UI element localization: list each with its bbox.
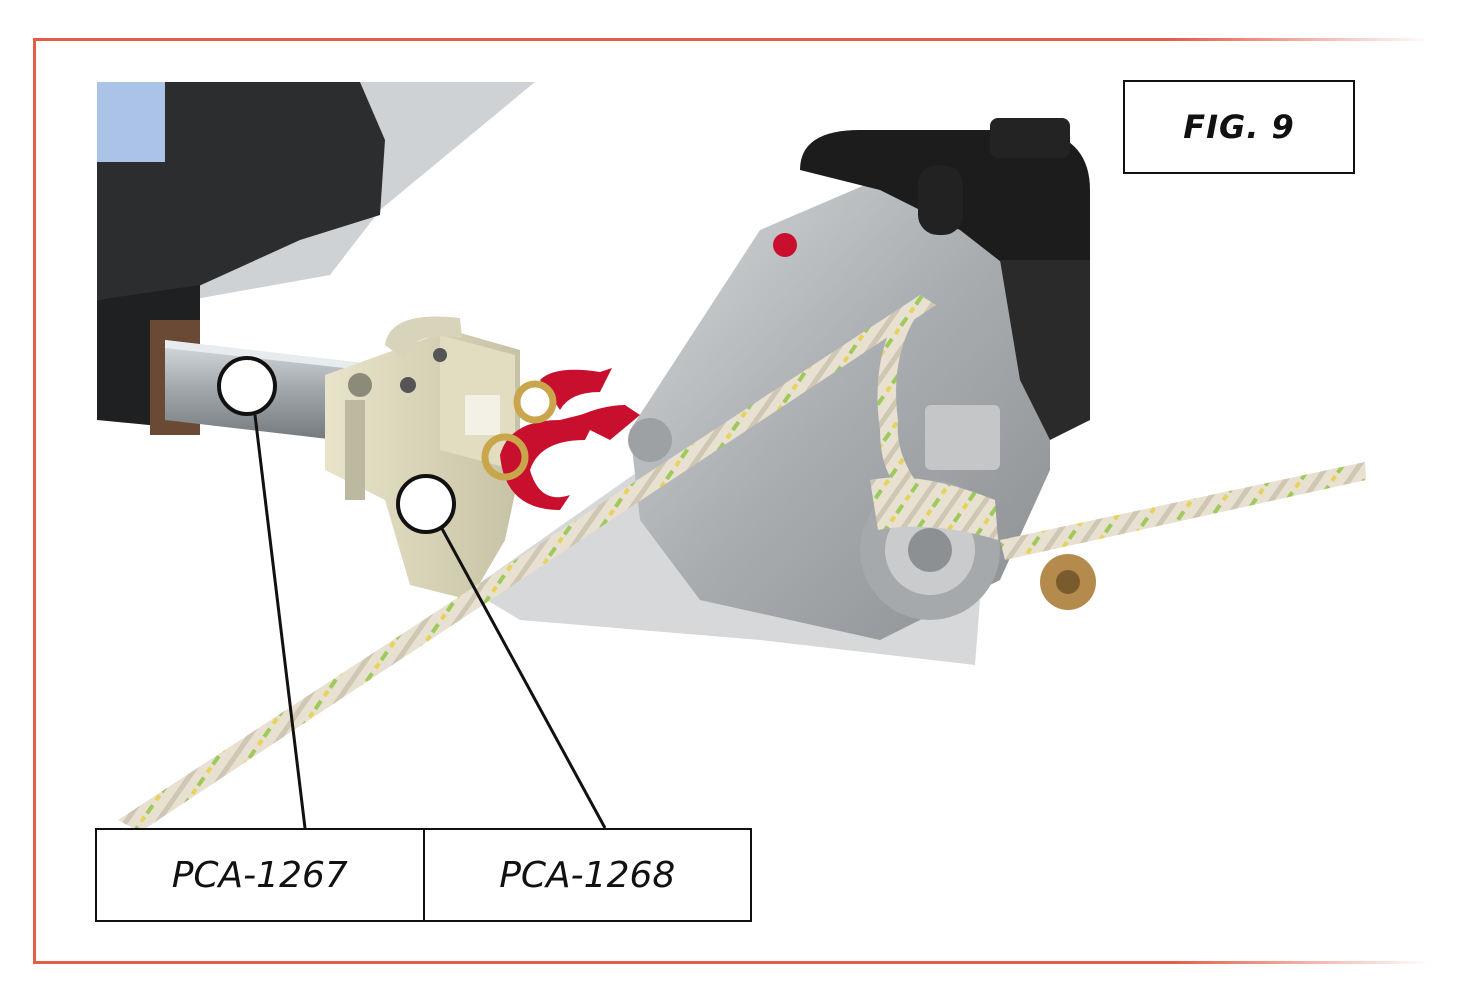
- figure-frame: [33, 38, 1431, 964]
- callout-pca-1268: [396, 474, 607, 829]
- figure-label: FIG. 9: [1183, 108, 1295, 146]
- red-hooks: [500, 368, 640, 510]
- callout-pca-1267: [217, 356, 307, 829]
- part-code-pca-1268: PCA-1268: [422, 830, 751, 920]
- figure-label-box: FIG. 9: [1123, 80, 1355, 174]
- shackle-rings: [481, 380, 557, 481]
- part-code-pca-1267: PCA-1267: [171, 854, 348, 896]
- hitch-mount-bracket: [325, 316, 520, 600]
- engine-housing: [800, 118, 1090, 440]
- rope: [118, 295, 1366, 832]
- parts-table: PCA-1267 PCA-1268: [95, 828, 752, 922]
- vehicle-bumper: [97, 82, 535, 435]
